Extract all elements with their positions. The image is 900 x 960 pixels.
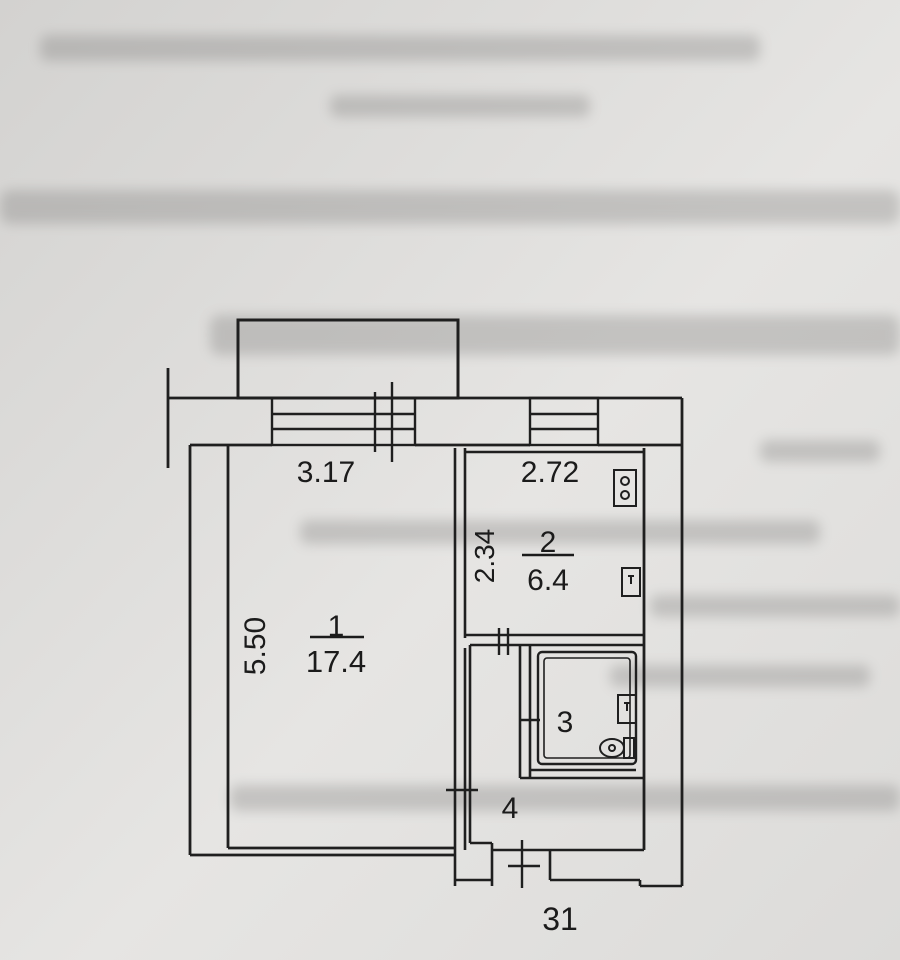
bathtub-inner	[543, 657, 631, 759]
room-2-area: 6.4	[527, 564, 569, 597]
apartment-number: 31	[542, 901, 578, 937]
room-2-number: 2	[540, 526, 557, 559]
room-1-area: 17.4	[306, 644, 366, 679]
exterior-walls	[166, 368, 684, 886]
show-through-marks	[0, 35, 900, 811]
window-room-1	[270, 382, 417, 462]
room-1-width-dimension: 3.17	[297, 456, 355, 489]
room-4-number: 4	[502, 792, 519, 825]
window-room-2	[528, 396, 600, 447]
stove-icon	[613, 469, 637, 507]
toilet-icon	[599, 737, 635, 759]
room-1-length-dimension: 5.50	[239, 617, 272, 675]
kitchen-sink-icon	[621, 567, 641, 597]
washbasin-icon	[617, 694, 637, 724]
room-3-number: 3	[557, 706, 574, 739]
door-markers	[446, 628, 540, 888]
room-2-width-dimension: 2.72	[521, 456, 579, 489]
room-1-number: 1	[328, 610, 345, 643]
room-2-depth-dimension: 2.34	[469, 529, 500, 584]
